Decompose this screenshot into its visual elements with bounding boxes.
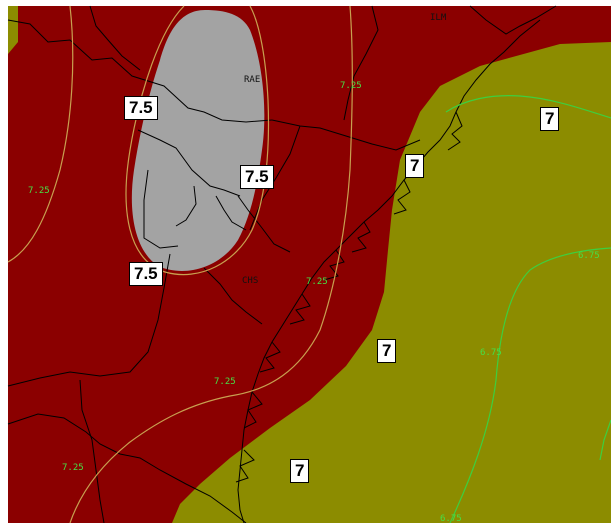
boundary-line xyxy=(7,253,171,387)
boundary-line xyxy=(175,185,197,227)
coastline-inlet xyxy=(447,111,463,151)
coastline-inlet xyxy=(235,449,255,483)
coastline-inlet xyxy=(393,179,411,215)
value-label: 7.5 xyxy=(240,165,274,189)
coastline-inlet xyxy=(289,293,311,325)
zone-olive xyxy=(172,42,611,523)
station-label-ilm: ILM xyxy=(430,13,447,23)
boundary-line xyxy=(143,169,179,249)
boundary-line xyxy=(203,267,263,325)
zone-olive-top-left xyxy=(8,6,18,54)
contour-label: 7.25 xyxy=(306,277,328,287)
contour-line xyxy=(449,247,611,523)
boundary-line xyxy=(469,5,557,35)
contour-line xyxy=(445,95,611,119)
contours-6-75 xyxy=(445,95,611,523)
zone-gray xyxy=(131,10,265,271)
contour-line xyxy=(69,5,353,523)
contour-label: 7.25 xyxy=(62,463,84,473)
boundary-line xyxy=(79,379,105,523)
contour-label: 6.75 xyxy=(480,348,502,358)
station-label-rae: RAE xyxy=(244,75,260,85)
contour-label: 6.75 xyxy=(578,251,600,261)
boundary-line xyxy=(249,125,301,231)
value-label: 7 xyxy=(290,459,310,483)
boundary-line xyxy=(7,19,273,123)
value-label: 7 xyxy=(540,107,560,131)
boundary-line xyxy=(89,5,141,71)
boundaries xyxy=(7,5,557,523)
station-label-chs: CHS xyxy=(242,276,258,286)
contour-label: 7.25 xyxy=(214,377,236,387)
boundary-line xyxy=(343,5,379,121)
contour-label: 7.25 xyxy=(28,186,50,196)
boundary-line xyxy=(237,195,291,253)
value-label: 7 xyxy=(377,339,397,363)
coastline-inlet xyxy=(323,249,345,281)
value-label: 7.5 xyxy=(124,96,158,120)
coastline-inlet xyxy=(243,391,263,429)
coastline-inlet xyxy=(351,221,371,253)
boundary-line xyxy=(215,195,247,231)
value-label: 7.5 xyxy=(129,262,163,286)
contour-label: 6.75 xyxy=(440,514,462,523)
contour-label: 7.25 xyxy=(340,81,362,91)
contour-line xyxy=(599,419,611,461)
boundary-line xyxy=(137,129,241,197)
boundary-line xyxy=(7,413,247,523)
value-label: 7 xyxy=(405,154,425,178)
contour-line xyxy=(7,5,74,263)
coastline-inlet xyxy=(259,341,281,373)
